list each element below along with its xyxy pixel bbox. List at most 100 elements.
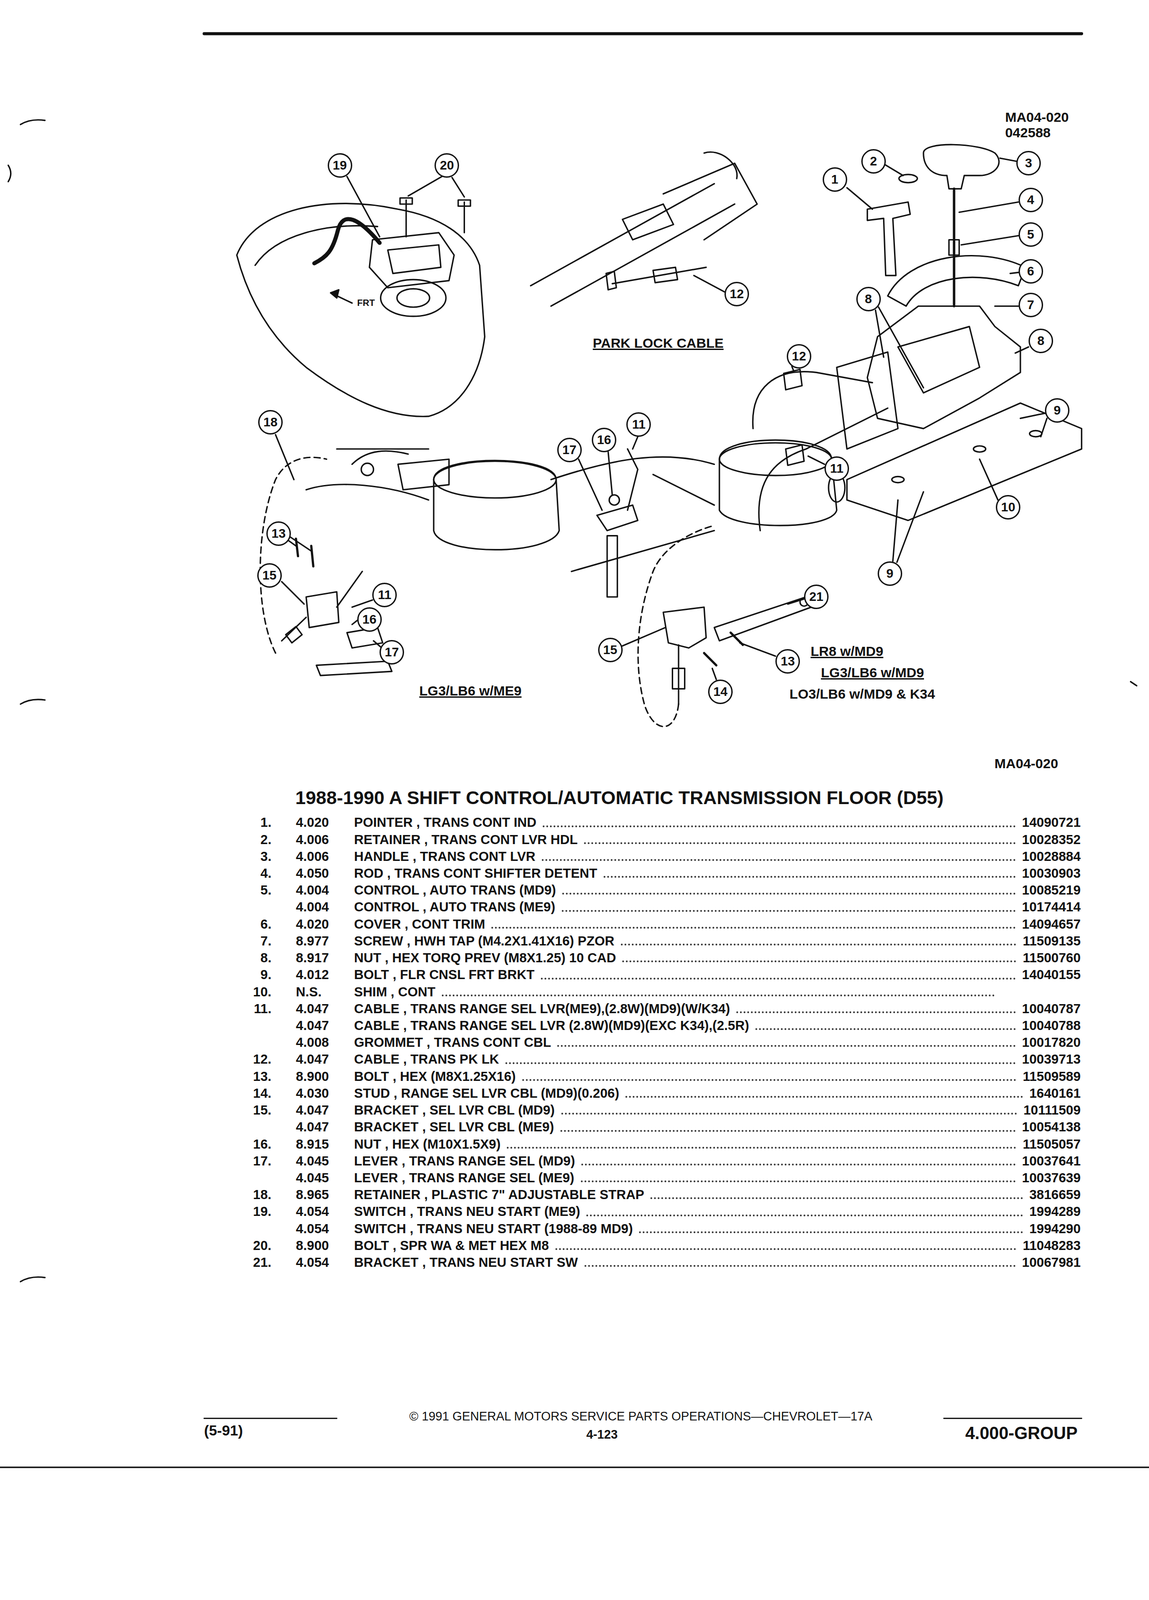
item-number: 20. [253, 1238, 272, 1253]
line-art [433, 460, 560, 550]
dot-leader [491, 926, 1016, 929]
group-code: 4.006 [295, 832, 330, 847]
part-number: 10030903 [1022, 866, 1081, 880]
dot-leader [441, 994, 995, 997]
dot-leader [639, 1231, 1023, 1234]
group-code: 4.047 [295, 1001, 330, 1016]
callout-number: 4 [1018, 187, 1044, 213]
group-code: 4.008 [295, 1035, 330, 1050]
part-number: 1640161 [1029, 1086, 1081, 1100]
part-number: 10067981 [1022, 1255, 1081, 1269]
line-art [289, 536, 312, 551]
part-description: RETAINER , TRANS CONT LVR HDL [354, 832, 578, 847]
line-art [632, 436, 638, 450]
group-code: 4.012 [295, 967, 330, 982]
line-art [994, 305, 1019, 307]
line-art [336, 448, 429, 450]
part-number: 14090721 [1022, 815, 1081, 830]
group-code: 4.054 [295, 1255, 330, 1269]
part-number: 11505057 [1022, 1137, 1081, 1151]
line-art [254, 225, 378, 266]
view-caption: LG3/LB6 w/MD9 [820, 665, 925, 680]
line-art [875, 309, 884, 357]
line-art [712, 668, 717, 680]
callout-number: 14 [708, 679, 733, 705]
dot-leader [580, 1180, 1016, 1183]
line-art [808, 455, 825, 465]
dot-leader [541, 859, 1016, 861]
group-code: 4.054 [295, 1204, 330, 1219]
view-caption: PARK LOCK CABLE [592, 335, 724, 351]
line-art [677, 644, 680, 705]
part-description: CABLE , TRANS RANGE SEL LVR (2.8W)(MD9)(… [354, 1018, 750, 1033]
line-art [260, 457, 327, 654]
callout-number: 3 [1016, 150, 1041, 176]
callout-number: 20 [434, 153, 460, 178]
item-number: 3. [260, 849, 272, 864]
group-label: 4.000-GROUP [965, 1424, 1078, 1443]
line-art [408, 176, 442, 196]
line-art [759, 408, 889, 531]
part-description: BOLT , SPR WA & MET HEX M8 [354, 1238, 550, 1253]
line-art [373, 640, 381, 647]
part-description: LEVER , TRANS RANGE SEL (MD9) [354, 1153, 575, 1168]
line-art [887, 255, 1026, 307]
callout-number: 9 [877, 561, 903, 586]
item-number: 12. [253, 1052, 272, 1066]
group-code: 4.047 [295, 1119, 330, 1134]
line-art [281, 617, 307, 641]
line-art [596, 504, 638, 531]
group-code: 4.054 [295, 1221, 330, 1236]
line-art [1029, 430, 1042, 437]
line-art [704, 152, 738, 179]
line-art [20, 1276, 45, 1282]
dot-leader [561, 909, 1016, 912]
item-number: 15. [253, 1103, 272, 1117]
md9-linkage-view [550, 436, 845, 727]
dot-leader [755, 1028, 1016, 1030]
line-art [783, 369, 802, 390]
line-art [846, 187, 873, 210]
line-art [882, 163, 904, 176]
park-lock-view [530, 152, 757, 307]
part-description: GROMMET , TRANS CONT CBL [354, 1035, 551, 1050]
group-code: 4.047 [295, 1018, 330, 1033]
part-description: BOLT , HEX (M8X1.25X16) [354, 1069, 516, 1084]
callout-number: 12 [786, 344, 812, 369]
part-number: 11048283 [1022, 1238, 1081, 1253]
line-art [352, 620, 358, 625]
line-art [944, 1417, 1082, 1419]
part-number: 11509135 [1022, 934, 1081, 948]
line-art [846, 403, 1082, 521]
direction-label: FRT [357, 298, 375, 308]
item-number: 5. [260, 883, 272, 897]
callout-number: 8 [856, 286, 881, 312]
line-art [663, 607, 706, 649]
line-art [999, 158, 1017, 162]
callout-number: 13 [266, 521, 291, 546]
dot-leader [622, 960, 1017, 963]
line-art [311, 545, 314, 567]
line-art [369, 232, 455, 288]
dot-leader [561, 1112, 1018, 1115]
line-art [878, 307, 924, 388]
line-art [949, 239, 960, 256]
line-art [979, 459, 998, 500]
copyright: © 1991 GENERAL MOTORS SERVICE PARTS OPER… [409, 1409, 873, 1423]
line-art [336, 571, 363, 608]
part-description: RETAINER , PLASTIC 7" ADJUSTABLE STRAP [354, 1187, 645, 1202]
item-number: 11. [253, 1001, 272, 1016]
line-art [405, 199, 407, 237]
item-number: 19. [253, 1204, 272, 1219]
dot-leader [557, 1044, 1016, 1047]
callout-number: 10 [995, 494, 1021, 520]
callout-number: 19 [327, 153, 353, 178]
part-description: STUD , RANGE SEL LVR CBL (MD9)(0.206) [354, 1086, 620, 1100]
line-art [606, 271, 617, 290]
item-number: 10. [253, 984, 272, 999]
item-number: 13. [253, 1069, 272, 1084]
line-art [458, 199, 471, 206]
dot-leader [581, 1163, 1016, 1166]
part-description: BRACKET , TRANS NEU START SW [354, 1255, 578, 1269]
